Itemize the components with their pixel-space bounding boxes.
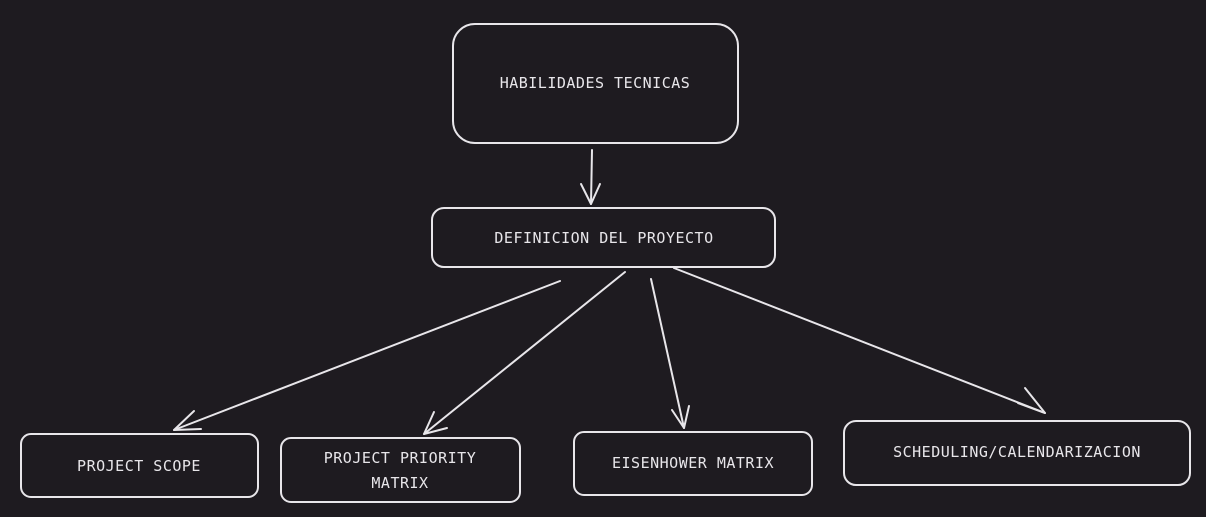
arrow-head-icon [1017,387,1046,414]
node-label: HABILIDADES TECNICAS [500,74,691,92]
node-project-priority-matrix[interactable]: PROJECT PRIORITY MATRIX [280,437,521,503]
node-project-scope[interactable]: PROJECT SCOPE [20,433,259,498]
node-label: EISENHOWER MATRIX [612,454,774,472]
node-definicion-del-proyecto[interactable]: DEFINICION DEL PROYECTO [431,207,776,268]
node-label: PROJECT SCOPE [77,457,201,475]
node-habilidades-tecnicas[interactable]: HABILIDADES TECNICAS [452,23,739,144]
arrow-head-icon [671,405,690,429]
node-label: MATRIX [371,474,428,492]
edge-definicion-scheduling [673,267,1046,414]
edge-definicion-eisenhower [650,278,690,429]
edges [173,149,1046,435]
node-eisenhower-matrix[interactable]: EISENHOWER MATRIX [573,431,813,496]
arrow-head-icon [423,411,448,435]
node-label: SCHEDULING/CALENDARIZACION [893,443,1141,461]
arrow-head-icon [173,410,202,431]
arrow-head-icon [580,183,601,205]
node-scheduling-calendarizacion[interactable]: SCHEDULING/CALENDARIZACION [843,420,1191,486]
edge-definicion-scope [173,280,561,431]
edge-definicion-priority [423,271,626,435]
node-label: PROJECT PRIORITY [324,449,477,467]
node-label: DEFINICION DEL PROYECTO [494,229,713,247]
edge-habilidades-definicion [580,149,601,205]
